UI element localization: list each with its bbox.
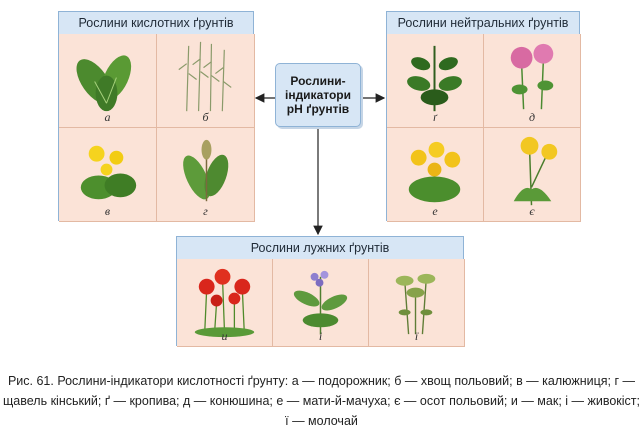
plant-cell-sorrel: г bbox=[157, 128, 255, 222]
plant-label: г bbox=[203, 204, 208, 218]
plant-cell-plantain: а bbox=[59, 34, 157, 128]
plant-label: і bbox=[318, 329, 323, 343]
horsetail-icon bbox=[178, 41, 232, 112]
panel-title-neutral: Рослини нейтральних ґрунтів bbox=[387, 12, 579, 35]
sorrel-icon bbox=[183, 139, 229, 202]
poppy-icon bbox=[194, 268, 255, 338]
comfrey-icon bbox=[293, 270, 348, 335]
plant-label: е bbox=[432, 204, 438, 218]
milkweed-icon bbox=[395, 273, 436, 335]
plantain-icon bbox=[76, 55, 132, 112]
figure-caption: Рис. 61. Рослини-індикатори кислотності … bbox=[3, 374, 640, 428]
panel-title-alkaline: Рослини лужних ґрунтів bbox=[177, 237, 463, 260]
nettle-icon bbox=[407, 45, 462, 112]
plant-cell-horsetail: б bbox=[157, 34, 255, 128]
center-indicator-box: Рослини- індикатори рН ґрунтів bbox=[275, 63, 361, 127]
plant-label: и bbox=[221, 329, 228, 343]
panel-acid-soils: Рослини кислотних ґрунтів а б bbox=[58, 11, 255, 222]
coltsfoot-icon bbox=[408, 141, 461, 203]
plant-label: ї bbox=[414, 329, 419, 343]
clover-icon bbox=[510, 43, 554, 110]
plant-cell-comfrey: і bbox=[273, 259, 369, 347]
panel-title-acid: Рослини кислотних ґрунтів bbox=[59, 12, 253, 35]
plant-cell-milkweed: ї bbox=[369, 259, 465, 347]
plant-cell-nettle: ґ bbox=[387, 34, 484, 128]
plant-cell-sow-thistle: є bbox=[484, 128, 581, 222]
plant-label: д bbox=[528, 110, 536, 124]
plant-label: ґ bbox=[433, 110, 437, 124]
plant-cell-clover: д bbox=[484, 34, 581, 128]
plant-cell-poppy: и bbox=[177, 259, 273, 347]
plant-cell-coltsfoot: е bbox=[387, 128, 484, 222]
plant-label: а bbox=[104, 110, 111, 124]
sow-thistle-icon bbox=[513, 136, 558, 206]
marsh-marigold-icon bbox=[80, 145, 137, 200]
plant-label: є bbox=[529, 204, 535, 218]
panel-neutral-soils: Рослини нейтральних ґрунтів ґ д bbox=[386, 11, 581, 222]
plant-cell-marsh-marigold: в bbox=[59, 128, 157, 222]
panel-alkaline-soils: Рослини лужних ґрунтів и bbox=[176, 236, 465, 347]
plant-label: б bbox=[202, 110, 209, 124]
plant-label: в bbox=[104, 204, 111, 218]
